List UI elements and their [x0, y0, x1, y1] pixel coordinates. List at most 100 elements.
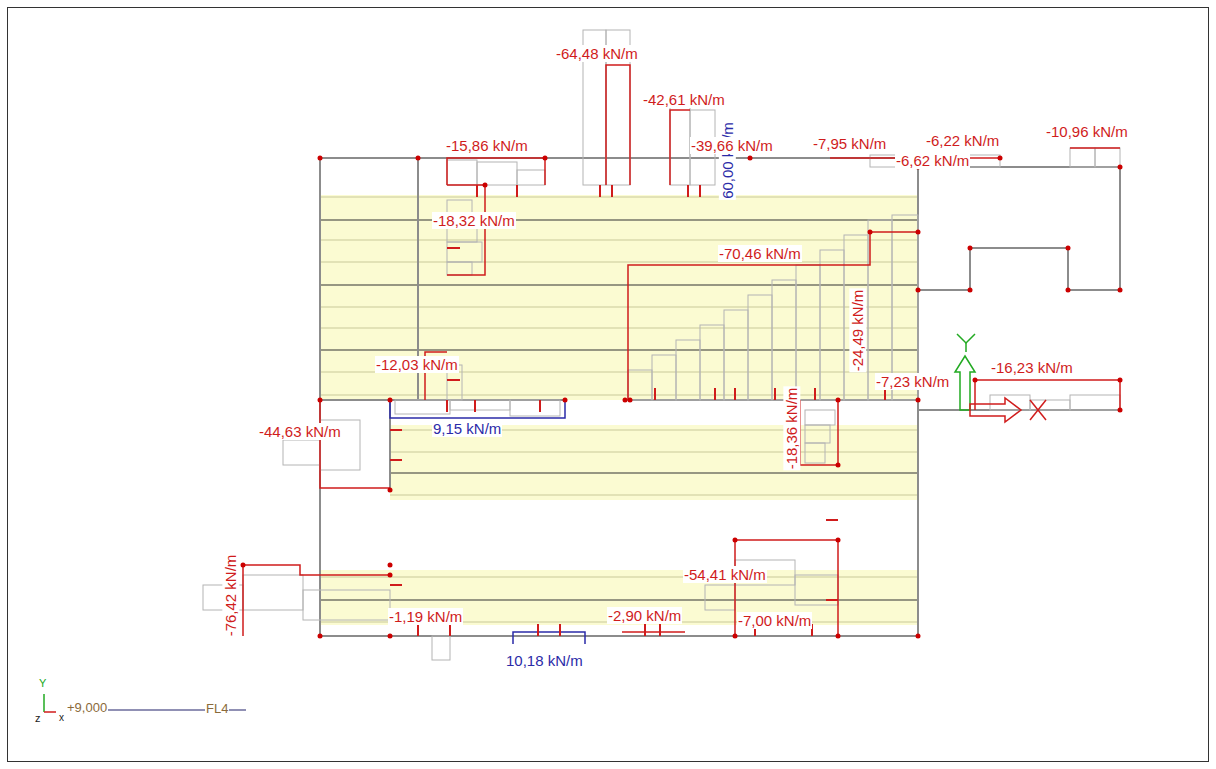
node-dot	[483, 183, 488, 188]
load-value: -12,03 kN/m	[375, 356, 459, 373]
slab-strip	[320, 284, 918, 285]
node-dot	[748, 156, 753, 161]
load-value: -10,96 kN/m	[1045, 123, 1129, 140]
load-value: -6,62 kN/m	[895, 152, 970, 169]
slab-strip	[320, 197, 918, 622]
node-dot	[1066, 288, 1071, 293]
load-marker	[654, 388, 656, 400]
load-diagram	[283, 440, 320, 465]
load-value: -18,36 kN/m	[783, 386, 800, 470]
wall-line	[320, 158, 1120, 636]
load-marker	[446, 400, 448, 412]
node-dot	[868, 230, 873, 235]
axis-symbol	[970, 398, 1021, 422]
node-dot	[241, 563, 246, 568]
load-marker	[699, 185, 701, 197]
load-diagram	[805, 443, 825, 463]
load-marker	[826, 599, 838, 601]
load-value: -15,86 kN/m	[445, 137, 529, 154]
load-envelope	[1070, 147, 1120, 149]
load-diagram	[447, 242, 482, 262]
node-dot	[318, 634, 323, 639]
wall-line	[918, 167, 1120, 290]
node-dot	[836, 398, 841, 403]
load-value: -39,66 kN/m	[690, 137, 774, 154]
axis-symbol	[44, 334, 1046, 712]
load-marker	[516, 185, 518, 197]
load-diagram	[447, 262, 472, 275]
load-marker	[537, 624, 539, 636]
load-value: -7,95 kN/m	[812, 135, 887, 152]
load-value: -76,42 kN/m	[222, 553, 239, 637]
positive-load	[513, 632, 585, 644]
slab-strip	[320, 219, 918, 220]
slab-strip	[320, 394, 918, 395]
load-diagram	[748, 295, 772, 400]
load-envelope	[243, 65, 1120, 636]
load-diagram	[510, 400, 560, 416]
load-diagram	[477, 162, 517, 185]
axis-symbol	[957, 334, 975, 343]
load-value: -7,23 kN/m	[875, 373, 950, 390]
load-diagram	[1070, 395, 1120, 410]
node-dot	[733, 634, 738, 639]
node-dot	[836, 538, 841, 543]
slab-strip	[320, 220, 918, 600]
load-marker	[474, 400, 476, 412]
level-label: FL4	[205, 701, 229, 716]
axis-label: x	[58, 712, 65, 724]
positive-load	[390, 400, 565, 418]
load-diagram	[447, 160, 477, 185]
slab-strip	[320, 327, 918, 328]
load-diagram	[1095, 148, 1120, 167]
load-envelope	[800, 400, 838, 465]
node-dot	[968, 288, 973, 293]
slab-strip	[320, 599, 918, 600]
node-dot	[388, 634, 393, 639]
load-diagram	[820, 250, 844, 400]
load-marker	[447, 247, 460, 249]
load-diagram	[450, 400, 510, 410]
node-dot	[836, 634, 841, 639]
wall-line	[319, 158, 321, 636]
axis-symbol	[1030, 400, 1046, 420]
load-envelope	[243, 565, 390, 636]
load-value: -24,49 kN/m	[849, 288, 866, 372]
load-diagram	[1070, 148, 1095, 167]
node-dot	[388, 488, 393, 493]
load-diagram	[772, 280, 796, 400]
slab-strip	[320, 195, 918, 400]
load-marker	[774, 388, 776, 400]
load-envelope	[320, 400, 390, 488]
axis-symbol	[955, 356, 975, 410]
load-diagram	[724, 310, 748, 400]
load-value: -42,61 kN/m	[642, 91, 726, 108]
node-dot	[318, 398, 323, 403]
load-marker	[659, 624, 661, 636]
node-dot	[916, 398, 921, 403]
load-envelope	[447, 158, 545, 185]
sheet-frame	[8, 8, 1209, 762]
node-dot	[628, 398, 633, 403]
load-diagram	[795, 575, 838, 605]
load-diagram	[844, 235, 868, 400]
load-value: -18,32 kN/m	[432, 212, 516, 229]
node-dot	[241, 156, 1123, 639]
load-diagram	[517, 170, 545, 185]
load-marker	[390, 584, 402, 586]
load-marker	[559, 624, 561, 636]
node-dot	[388, 563, 393, 568]
load-envelope	[606, 65, 630, 185]
node-dot	[968, 246, 973, 251]
load-marker	[447, 379, 460, 381]
load-value: -64,48 kN/m	[555, 45, 639, 62]
slab-strip	[320, 196, 918, 197]
load-envelope	[622, 631, 685, 633]
load-diagram	[796, 265, 820, 400]
level-label: +9,000	[66, 700, 108, 715]
load-envelope	[735, 540, 838, 636]
load-diagram	[805, 410, 835, 425]
load-marker	[611, 185, 613, 197]
